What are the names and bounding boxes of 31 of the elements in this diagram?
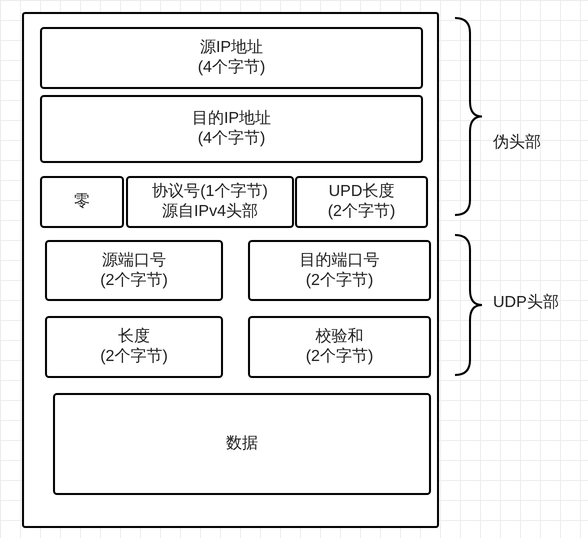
field-label: 校验和 — [316, 327, 364, 347]
field-box — [126, 176, 294, 228]
field-label: 源IP地址 — [200, 38, 264, 58]
field-label: (2个字节) — [306, 270, 374, 290]
field-label: 源自IPv4头部 — [162, 202, 258, 222]
field-label: 零 — [74, 192, 90, 212]
field-box — [295, 176, 428, 228]
field-label: (2个字节) — [100, 347, 168, 367]
field-label: 目的端口号 — [300, 250, 380, 270]
field-label: (2个字节) — [100, 270, 168, 290]
field-box — [248, 240, 431, 301]
section-label: 伪头部 — [493, 132, 541, 153]
field-box — [248, 316, 431, 378]
field-label: (4个字节) — [198, 58, 266, 78]
field-label: (2个字节) — [328, 202, 396, 222]
field-label: 源端口号 — [102, 250, 166, 270]
packet-frame — [22, 12, 439, 528]
field-box — [45, 240, 223, 301]
field-box — [40, 176, 124, 228]
field-label: 目的IP地址 — [192, 109, 272, 129]
field-label: 协议号(1个字节) — [152, 182, 268, 202]
field-label: (2个字节) — [306, 347, 374, 367]
field-box — [53, 393, 431, 495]
field-label: 数据 — [226, 434, 258, 454]
field-box — [45, 316, 223, 378]
field-box — [40, 27, 423, 89]
field-label: (4个字节) — [198, 129, 266, 149]
section-label: UDP头部 — [493, 292, 559, 313]
field-box — [40, 95, 423, 163]
field-label: UPD长度 — [328, 182, 394, 202]
field-label: 长度 — [118, 327, 150, 347]
